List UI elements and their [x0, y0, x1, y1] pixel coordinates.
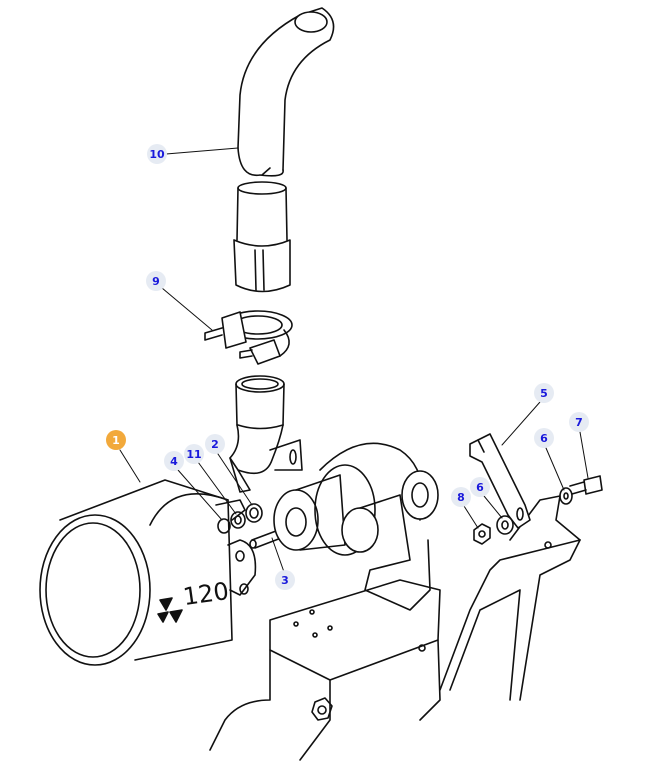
callout-3[interactable]: 3: [275, 570, 295, 590]
callout-4[interactable]: 4: [164, 451, 184, 471]
engine-outlet: [273, 442, 439, 611]
callout-8[interactable]: 8: [451, 487, 471, 507]
callout-6[interactable]: 6: [470, 477, 490, 497]
callout-2[interactable]: 2: [205, 434, 225, 454]
callout-6[interactable]: 6: [534, 428, 554, 448]
elbow-pipe: [229, 375, 303, 493]
engine-block: [209, 579, 441, 761]
muffler: [39, 479, 257, 666]
tail-pipe: [237, 7, 335, 177]
leader-lines: [119, 147, 589, 573]
pipe-clamp: [204, 310, 293, 365]
washers: [217, 503, 263, 534]
callout-5[interactable]: 5: [534, 383, 554, 403]
fasteners: [473, 475, 603, 545]
support-strap: [469, 433, 531, 529]
callout-1-selected[interactable]: 1: [106, 430, 126, 450]
callout-10[interactable]: 10: [147, 144, 167, 164]
support-bracket: [439, 495, 581, 701]
callout-9[interactable]: 9: [146, 271, 166, 291]
pipe-section: [233, 181, 291, 293]
callout-7[interactable]: 7: [569, 412, 589, 432]
callout-11[interactable]: 11: [184, 444, 204, 464]
